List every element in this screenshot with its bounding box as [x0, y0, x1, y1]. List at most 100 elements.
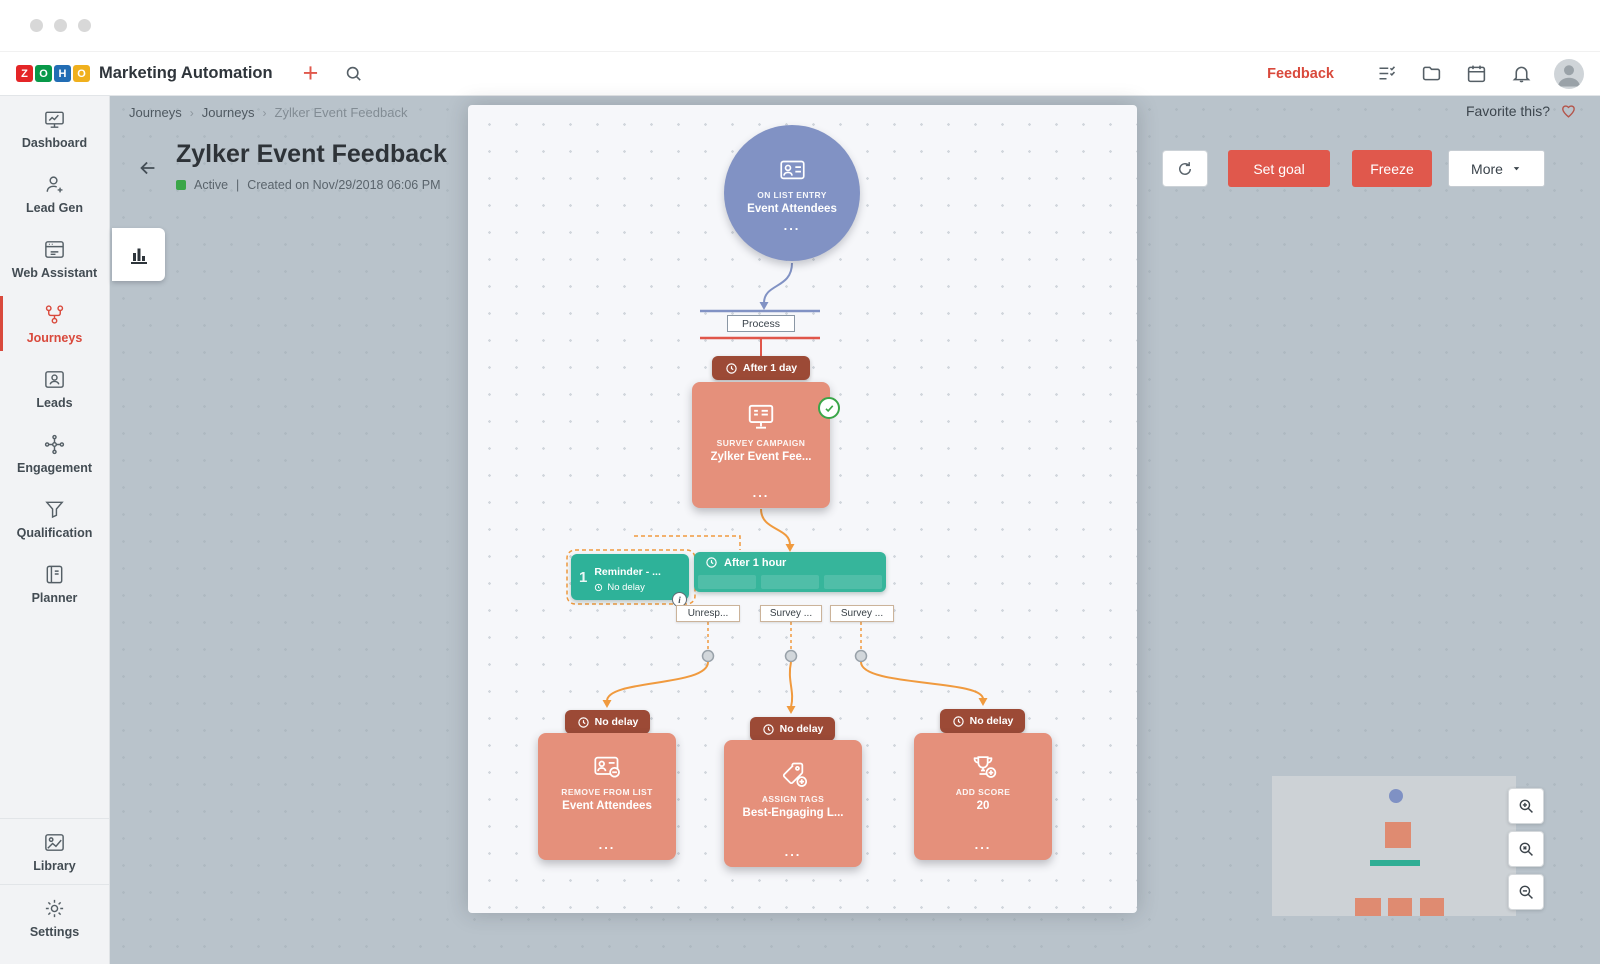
set-goal-button[interactable]: Set goal	[1228, 150, 1330, 187]
reports-toggle-button[interactable]	[112, 228, 165, 281]
calendar-icon[interactable]	[1466, 63, 1487, 84]
delay-badge[interactable]: After 1 day	[712, 356, 810, 380]
branch-cell	[761, 575, 819, 589]
feedback-link[interactable]: Feedback	[1267, 65, 1334, 82]
sidebar-item-label: Web Assistant	[11, 265, 98, 280]
search-icon[interactable]	[344, 64, 363, 83]
add-score-node[interactable]: ADD SCORE 20 ...	[914, 733, 1052, 860]
folder-icon[interactable]	[1421, 63, 1442, 84]
create-new-button[interactable]: +	[302, 58, 319, 88]
bell-icon[interactable]	[1511, 63, 1532, 84]
branch-label[interactable]: Survey ...	[830, 605, 894, 622]
remove-from-list-node[interactable]: REMOVE FROM LIST Event Attendees ...	[538, 733, 676, 860]
refresh-button[interactable]	[1162, 150, 1208, 187]
breadcrumb-current: Zylker Event Feedback	[274, 105, 408, 120]
created-label: Created on Nov/29/2018 06:06 PM	[247, 178, 441, 192]
node-menu-button[interactable]: ...	[598, 837, 616, 852]
sidebar: Dashboard Lead Gen Web Assistant Journey…	[0, 96, 110, 964]
clock-icon	[595, 583, 603, 591]
window-control-dot[interactable]	[78, 19, 91, 32]
engagement-icon	[43, 433, 66, 456]
web-assistant-icon	[43, 238, 66, 261]
reminder-delay-label: No delay	[607, 581, 645, 593]
page-title: Zylker Event Feedback	[176, 140, 447, 168]
sidebar-item-settings[interactable]: Settings	[0, 884, 109, 950]
dashboard-icon	[43, 108, 66, 131]
body-row: Dashboard Lead Gen Web Assistant Journey…	[0, 96, 1600, 964]
library-icon	[43, 831, 66, 854]
tag-icon	[779, 760, 807, 788]
sidebar-item-journeys[interactable]: Journeys	[0, 291, 109, 356]
minimap-node	[1355, 898, 1381, 916]
logo-letter: O	[35, 65, 52, 82]
more-button[interactable]: More	[1448, 150, 1545, 187]
favorite-label: Favorite this?	[1465, 102, 1550, 119]
sidebar-item-label: Engagement	[16, 460, 92, 475]
sidebar-item-lead-gen[interactable]: Lead Gen	[0, 161, 109, 226]
breadcrumb-separator-icon: ›	[189, 105, 194, 120]
node-name-label: Event Attendees	[562, 800, 652, 812]
branch-label[interactable]: Survey ...	[760, 605, 822, 622]
node-type-label: REMOVE FROM LIST	[561, 787, 653, 797]
delay-badge[interactable]: No delay	[565, 710, 650, 734]
minimap[interactable]	[1272, 776, 1516, 916]
app-title: Marketing Automation	[99, 64, 273, 82]
sidebar-item-library[interactable]: Library	[0, 818, 109, 884]
entry-node[interactable]: ON LIST ENTRY Event Attendees ...	[724, 125, 860, 261]
wait-process-bar[interactable]: After 1 hour	[694, 552, 886, 592]
tasks-icon[interactable]	[1376, 63, 1397, 84]
window-titlebar	[0, 0, 1600, 52]
node-menu-button[interactable]: ...	[752, 485, 770, 500]
assign-tags-node[interactable]: ASSIGN TAGS Best-Engaging L... ...	[724, 740, 862, 867]
status-separator: |	[236, 178, 240, 192]
delay-badge[interactable]: No delay	[750, 717, 835, 741]
node-menu-button[interactable]: ...	[974, 837, 992, 852]
minimap-bar	[1370, 860, 1420, 866]
node-type-label: ASSIGN TAGS	[761, 794, 825, 804]
user-avatar[interactable]	[1554, 58, 1584, 89]
remove-from-list-icon	[593, 753, 621, 781]
branch-label[interactable]: Unresp...	[676, 605, 740, 622]
sidebar-item-planner[interactable]: Planner	[0, 551, 109, 616]
sidebar-item-dashboard[interactable]: Dashboard	[0, 96, 109, 161]
zoho-logo[interactable]: Z O H O	[16, 65, 90, 82]
node-menu-button[interactable]: ...	[784, 844, 802, 859]
main-area: Journeys › Journeys › Zylker Event Feedb…	[110, 96, 1600, 964]
branch-cell	[824, 575, 882, 589]
sidebar-item-web-assistant[interactable]: Web Assistant	[0, 226, 109, 291]
sidebar-item-leads[interactable]: Leads	[0, 356, 109, 421]
clock-icon	[952, 715, 964, 727]
freeze-button[interactable]: Freeze	[1352, 150, 1432, 187]
survey-campaign-node[interactable]: SURVEY CAMPAIGN Zylker Event Fee... ...	[692, 382, 840, 508]
process-label: Process	[727, 315, 795, 332]
delay-label: No delay	[594, 716, 639, 728]
survey-monitor-icon	[746, 402, 776, 432]
node-name-label: Best-Engaging L...	[742, 807, 844, 819]
window-control-dot[interactable]	[54, 19, 67, 32]
node-menu-button[interactable]: ...	[783, 218, 801, 233]
zoom-in-button[interactable]	[1508, 788, 1544, 824]
heart-icon	[1559, 101, 1578, 120]
sidebar-item-label: Settings	[29, 924, 80, 939]
bar-chart-icon	[130, 248, 147, 264]
sidebar-item-qualification[interactable]: Qualification	[0, 486, 109, 551]
favorite-control[interactable]: Favorite this?	[1466, 101, 1578, 120]
sidebar-item-engagement[interactable]: Engagement	[0, 421, 109, 486]
breadcrumb-item[interactable]: Journeys	[201, 105, 255, 120]
qualification-icon	[43, 498, 66, 521]
journey-canvas[interactable]: ON LIST ENTRY Event Attendees ... Proces…	[468, 105, 1137, 913]
sidebar-item-label: Planner	[31, 590, 78, 605]
delay-label: No delay	[779, 723, 824, 735]
status-label: Active	[194, 178, 229, 192]
zoom-reset-button[interactable]	[1508, 831, 1544, 867]
delay-badge[interactable]: No delay	[940, 709, 1025, 733]
back-button[interactable]	[133, 153, 163, 183]
zoom-out-button[interactable]	[1508, 874, 1544, 910]
trophy-icon	[969, 753, 997, 781]
reminder-node[interactable]: 1 Reminder - ... No delay i	[571, 554, 689, 607]
window-control-dot[interactable]	[30, 19, 43, 32]
sidebar-item-label: Library	[33, 858, 76, 873]
sidebar-item-label: Leads	[36, 395, 73, 410]
breadcrumb-item[interactable]: Journeys	[129, 105, 182, 120]
node-name-label: Zylker Event Fee...	[710, 451, 812, 463]
